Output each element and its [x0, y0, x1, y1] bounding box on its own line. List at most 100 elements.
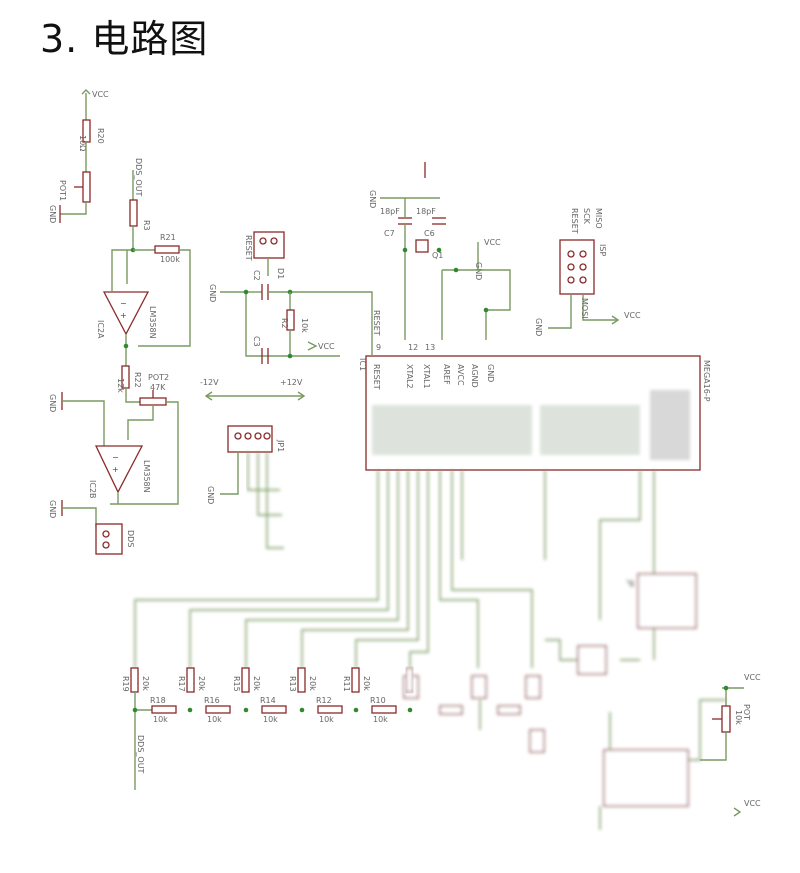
miso-label: MISO [594, 208, 603, 229]
q1-label: Q1 [432, 251, 443, 260]
vcc-label-mcu: VCC [484, 238, 501, 247]
isp-label: ISP [598, 244, 607, 256]
mcu-xtal1: XTAL1 [422, 364, 431, 389]
gnd-label-8: GND [534, 318, 543, 336]
resistor-r14 [261, 705, 287, 714]
r18-label: R18 [150, 696, 166, 705]
wire [245, 470, 399, 668]
ic2a-label: IC2A [96, 320, 105, 339]
r12-value: 10k [319, 715, 334, 724]
r13-label: R13 [288, 676, 297, 692]
pin [579, 250, 587, 258]
r19-value: 20k [141, 676, 150, 691]
resistor-r12 [317, 705, 343, 714]
wire [126, 226, 134, 284]
wire [700, 732, 727, 761]
r3-label: R3 [142, 220, 151, 231]
pin12-label: 12 [408, 343, 418, 352]
pin [263, 432, 271, 440]
reset-isp-label: RESET [570, 208, 579, 234]
jp1-label: JP1 [276, 439, 285, 452]
wire [688, 699, 726, 761]
arrow [297, 391, 306, 401]
wire [62, 400, 105, 446]
mcu-aref: AREF [442, 364, 451, 385]
pot-label: POT [742, 704, 751, 720]
c2-label: C2 [252, 270, 261, 281]
resistor-r17 [186, 667, 195, 693]
r22-value: 12k [116, 378, 125, 393]
pin [567, 250, 575, 258]
small-connector [577, 645, 607, 675]
junction [132, 707, 138, 713]
pin [102, 541, 110, 549]
r22-label: R22 [133, 372, 142, 388]
junction [436, 247, 442, 253]
mcu-reset-pin: RESET [372, 364, 381, 390]
r12-label: R12 [316, 696, 332, 705]
wire [125, 388, 140, 403]
part [529, 729, 545, 753]
opamp-minus: − [112, 453, 119, 462]
d1-label: D1 [276, 268, 285, 279]
r2r-ladder: R19 20k R17 20k R15 20k R13 20k R11 20k … [121, 667, 414, 790]
junction [353, 707, 359, 713]
junction [123, 343, 129, 349]
vcc-label-reset: VCC [318, 342, 335, 351]
part [439, 705, 463, 715]
vcc-arrow [81, 89, 91, 95]
crystal-section: GND 18pF 18pF C7 C6 Q1 VCC GND [368, 162, 511, 340]
right-lower-section: VCC POT 10k VCC [700, 673, 761, 817]
wire [138, 249, 191, 347]
vcc-label-lcd: VCC [744, 799, 761, 808]
mosi-label: MOSI [580, 298, 589, 319]
r16-value: 10k [207, 715, 222, 724]
analog-section: VCC R20 10Ω POT1 GND DDS_OUT R3 R21 100k… [48, 89, 191, 555]
r17-value: 20k [197, 676, 206, 691]
pin [567, 263, 575, 271]
neg12-label: -12V [200, 378, 219, 387]
crystal-q1 [415, 239, 429, 253]
c6-label: C6 [424, 229, 435, 238]
ic1-label: IC1 [358, 358, 367, 371]
pot2-value: 47K [150, 383, 166, 392]
wire [134, 470, 379, 668]
pin9-label: 9 [376, 343, 381, 352]
r14-value: 10k [263, 715, 278, 724]
junction [407, 707, 413, 713]
isp-header [559, 239, 595, 295]
wire [451, 470, 533, 668]
junction [723, 685, 729, 691]
pot2-label: POT2 [148, 373, 169, 382]
sck-label: SCK [582, 208, 591, 225]
r20-label: R20 [96, 128, 105, 144]
wire [60, 202, 87, 215]
vcc-label-1: VCC [92, 90, 109, 99]
c7-label: C7 [384, 229, 395, 238]
mcu-xtal2: XTAL2 [405, 364, 414, 389]
opamp-plus: + [120, 311, 127, 320]
c7-value: 18pF [380, 207, 400, 216]
junction [453, 267, 459, 273]
opamp-ic2a [102, 291, 150, 336]
vcc-arrow [611, 315, 620, 325]
reset-net-label: RESET [372, 310, 381, 336]
wire [548, 294, 572, 329]
wire [247, 452, 280, 491]
junction [243, 289, 249, 295]
potentiometer-pot2 [139, 397, 167, 406]
pin [102, 530, 110, 538]
opamp-minus: − [120, 299, 127, 308]
resistor-r15 [241, 667, 250, 693]
mcu-pin-labels-mid [540, 405, 640, 455]
r20-value: 10Ω [78, 135, 87, 151]
resistor-r16 [205, 705, 231, 714]
junction [402, 247, 408, 253]
wire [257, 452, 282, 516]
junction [483, 307, 489, 313]
resistor-r3 [129, 199, 138, 227]
wire [545, 639, 578, 661]
jp-label: JP [626, 579, 635, 587]
dds-label: DDS [126, 530, 135, 547]
mcu-gnd: GND [486, 364, 495, 382]
